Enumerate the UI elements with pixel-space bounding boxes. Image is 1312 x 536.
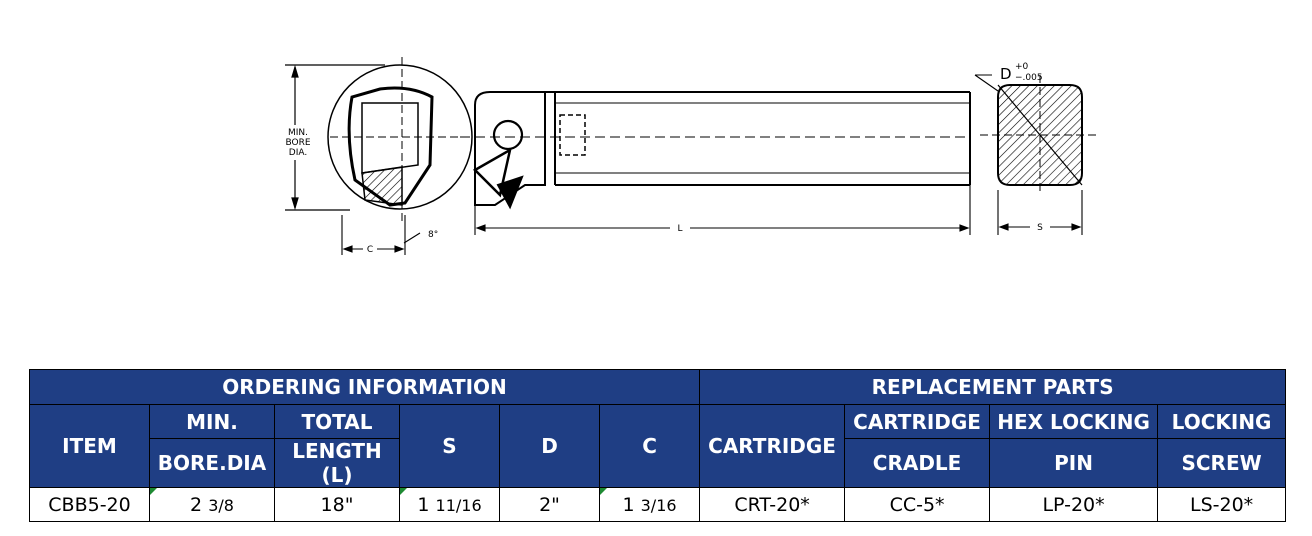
col-item-header: ITEM [29,404,150,488]
col-total-length-header-line2: LENGTH (L) [274,438,400,488]
col-d-header: D [499,404,600,488]
s-whole: 1 [417,493,430,516]
cell-item: CBB5-20 [29,487,150,522]
min-bore-fraction: 3/8 [208,495,234,515]
col-hex-pin-header-line2: PIN [989,438,1159,488]
l-label: L [677,224,682,234]
min-bore-whole: 2 [190,493,203,516]
col-min-bore-header-line2: BORE.DIA [149,438,275,488]
ordering-information-header: ORDERING INFORMATION [28,369,701,405]
col-min-bore-header-line1: MIN. [149,404,275,439]
col-hex-pin-header-line1: HEX LOCKING [989,404,1159,439]
d-tolerance-plus: +0 [1015,62,1029,72]
bore-dimension [285,64,385,211]
col-s-header: S [399,404,500,488]
tool-drawing: MIN. BORE DIA. C 8° [285,57,1100,255]
cell-screw: LS-20* [1157,487,1287,522]
c-dimension [341,215,421,255]
ordering-table: ORDERING INFORMATION REPLACEMENT PARTS I… [28,369,1287,522]
d-label: D [1000,65,1012,83]
bore-label-3: DIA. [289,148,307,158]
col-total-length-header-line1: TOTAL [274,404,400,439]
cell-hex-pin: LP-20* [989,487,1159,522]
bore-label-1: MIN. [288,128,308,138]
d-tolerance-minus: −.005 [1015,73,1043,83]
c-fraction: 3/16 [640,495,677,515]
end-view [327,57,473,225]
col-cartridge-header: CARTRIDGE [699,404,846,488]
col-screw-header-line1: LOCKING [1157,404,1287,439]
bore-label-2: BORE [285,138,310,148]
replacement-parts-header: REPLACEMENT PARTS [699,369,1287,405]
col-cradle-header-line1: CARTRIDGE [844,404,991,439]
l-dimension [474,185,971,235]
angle-label: 8° [428,230,438,240]
d-dimension [974,74,999,92]
cell-cradle: CC-5* [844,487,991,522]
cell-c: 1 3/16 [598,487,701,522]
cell-min-bore: 2 3/8 [149,487,275,522]
c-whole: 1 [622,493,635,516]
cell-d: 2" [499,487,600,522]
s-dimension [997,190,1083,235]
cell-cartridge: CRT-20* [699,487,846,522]
col-c-header: C [598,404,701,488]
s-fraction: 11/16 [435,495,482,515]
cell-s: 1 11/16 [399,487,500,522]
s-label: S [1037,223,1043,233]
cross-section [980,75,1100,195]
cell-total-length: 18" [274,487,400,522]
col-cradle-header-line2: CRADLE [844,438,991,488]
col-screw-header-line2: SCREW [1157,438,1287,488]
tool-body [460,91,971,210]
c-label: C [367,245,373,255]
table-row: CBB5-20 2 3/8 18" 1 11/16 2" 1 3/16 CRT-… [29,487,1287,522]
